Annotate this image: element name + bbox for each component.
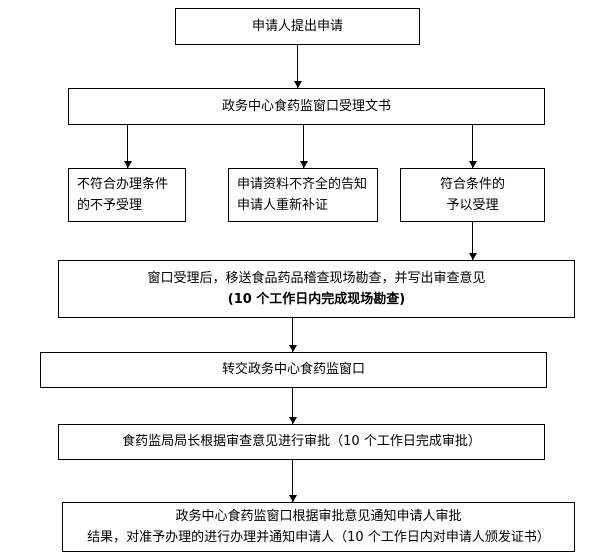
node-qualified-accepted-line1: 符合条件的 xyxy=(439,176,505,192)
arrow-down-icon xyxy=(288,460,297,502)
arrow-down-icon xyxy=(123,125,132,168)
node-applicant-submit-label: 申请人提出申请 xyxy=(251,18,343,34)
node-incomplete-materials-line1: 申请资料不齐全的告知 xyxy=(237,176,368,192)
node-director-approval-label: 食药监局局长根据审查意见进行审批（10 个工作日完成审批） xyxy=(122,434,481,450)
node-notify-result-line2: 结果，对准予办理的进行办理并通知申请人（10 个工作日内对申请人颁发证书） xyxy=(87,530,550,545)
node-notify-result: 政务中心食药监窗口根据审批意见通知申请人审批 结果，对准予办理的进行办理并通知申… xyxy=(62,502,575,552)
arrow-down-icon xyxy=(468,222,477,260)
node-qualified-accepted: 符合条件的 予以受理 xyxy=(400,168,545,222)
arrow-down-icon xyxy=(468,125,477,168)
node-transfer-back: 转交政务中心食药监窗口 xyxy=(40,352,547,388)
node-window-accept: 政务中心食药监窗口受理文书 xyxy=(68,88,545,125)
node-incomplete-materials: 申请资料不齐全的告知 申请人重新补证 xyxy=(228,168,378,222)
node-site-inspection-line2: (10 个工作日内完成现场勘查) xyxy=(227,292,406,307)
arrow-down-icon xyxy=(299,125,308,168)
node-not-qualified-line1: 不符合办理条件 xyxy=(77,176,169,192)
node-qualified-accepted-line2: 予以受理 xyxy=(446,198,499,213)
node-not-qualified: 不符合办理条件 的不予受理 xyxy=(68,168,186,222)
node-transfer-back-label: 转交政务中心食药监窗口 xyxy=(221,362,365,378)
node-site-inspection-line1: 窗口受理后，移送食品药品稽查现场勘查，并写出审查意见 xyxy=(147,270,486,286)
node-window-accept-label: 政务中心食药监窗口受理文书 xyxy=(221,98,391,114)
arrow-down-icon xyxy=(293,45,302,88)
node-site-inspection: 窗口受理后，移送食品药品稽查现场勘查，并写出审查意见 (10 个工作日内完成现场… xyxy=(58,260,575,318)
node-notify-result-line1: 政务中心食药监窗口根据审批意见通知申请人审批 xyxy=(175,508,462,524)
node-director-approval: 食药监局局长根据审查意见进行审批（10 个工作日完成审批） xyxy=(58,424,545,460)
node-not-qualified-line2: 的不予受理 xyxy=(77,198,143,213)
node-applicant-submit: 申请人提出申请 xyxy=(175,8,420,45)
arrow-down-icon xyxy=(288,388,297,424)
arrow-down-icon xyxy=(288,318,297,352)
node-incomplete-materials-line2: 申请人重新补证 xyxy=(237,198,329,213)
